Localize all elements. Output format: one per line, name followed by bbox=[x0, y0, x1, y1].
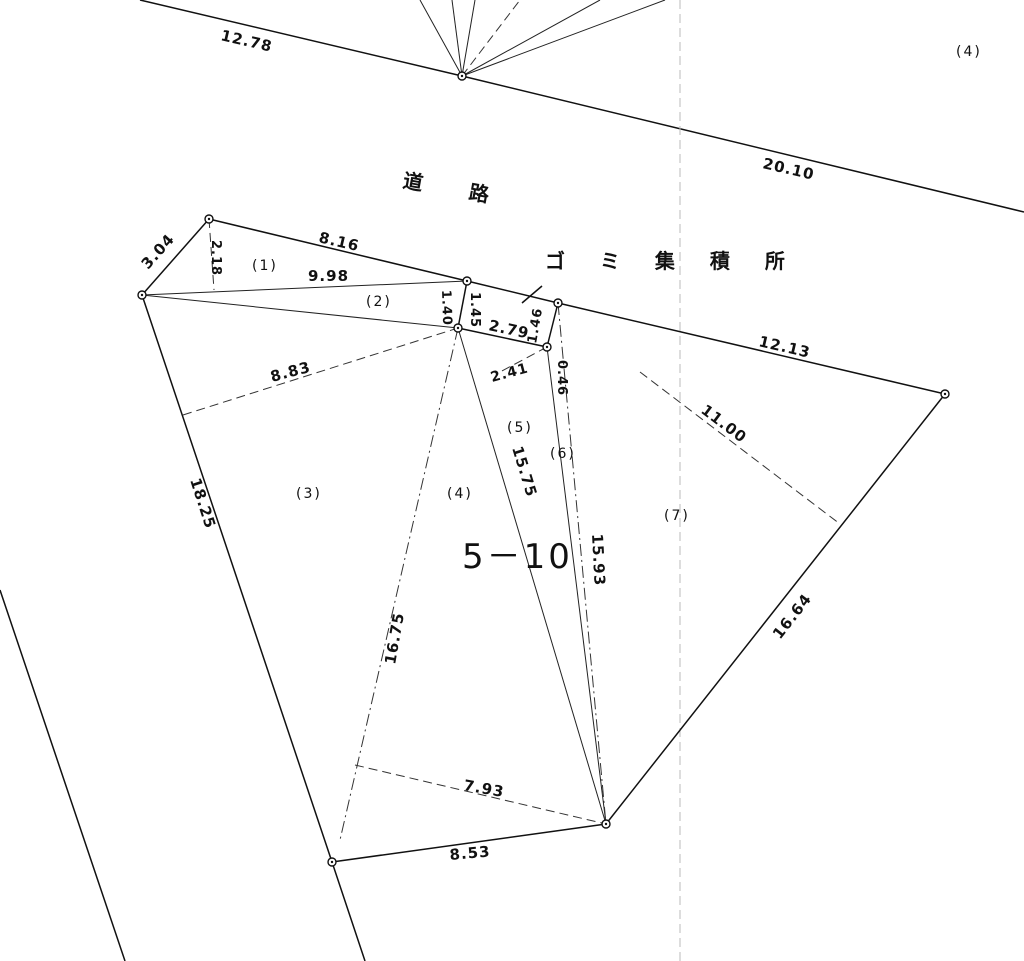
edge-garbage-top bbox=[466, 280, 559, 304]
measure-15-93: 15.93 bbox=[588, 533, 609, 586]
parcel-3: (3) bbox=[296, 486, 322, 502]
survey-point bbox=[542, 342, 552, 352]
measure-8-16: 8.16 bbox=[317, 228, 361, 255]
ray-line bbox=[451, 0, 463, 77]
measure-12-78: 12.78 bbox=[219, 26, 274, 55]
parcel-5: (5) bbox=[507, 420, 533, 436]
measure-12-13: 12.13 bbox=[757, 332, 812, 361]
measure-0-46: 0.46 bbox=[554, 360, 569, 396]
measure-1-46: 1.46 bbox=[525, 307, 546, 345]
parcel-6: (6) bbox=[550, 446, 576, 462]
garbage-pointer bbox=[521, 285, 543, 304]
road-edge-upper-left bbox=[139, 0, 463, 77]
height-11-00 bbox=[639, 371, 841, 525]
height-7-93 bbox=[354, 764, 607, 825]
garbage-left bbox=[457, 280, 468, 329]
line-9-98 bbox=[141, 280, 468, 296]
diag-15-93-left bbox=[546, 346, 607, 825]
measure-8-53: 8.53 bbox=[449, 842, 491, 864]
measure-15-75: 15.75 bbox=[508, 444, 541, 499]
measure-8-83: 8.83 bbox=[268, 358, 312, 386]
survey-point bbox=[940, 389, 950, 399]
survey-point bbox=[457, 71, 467, 81]
road-edge-upper-right bbox=[461, 75, 1024, 213]
measure-2-18: 2.18 bbox=[208, 240, 223, 276]
ray-line bbox=[461, 0, 666, 77]
measure-3-04: 3.04 bbox=[138, 230, 179, 273]
plot-number: 5－10 bbox=[462, 537, 573, 577]
parcel-4: (4) bbox=[447, 486, 473, 502]
measure-2-79: 2.79 bbox=[487, 316, 531, 342]
diag-15-75 bbox=[457, 327, 607, 825]
road-label: 道 路 bbox=[401, 168, 511, 210]
height-2-41 bbox=[499, 346, 548, 373]
ray-line bbox=[419, 0, 463, 77]
survey-point bbox=[601, 819, 611, 829]
survey-point bbox=[453, 323, 463, 333]
edge-3-04 bbox=[141, 218, 210, 296]
garbage-bottom bbox=[457, 327, 548, 348]
line-p2-lower bbox=[141, 294, 459, 329]
edge-8-53 bbox=[331, 823, 607, 863]
survey-point bbox=[553, 298, 563, 308]
parcel-7: (7) bbox=[664, 508, 690, 524]
diag-16-75 bbox=[339, 327, 459, 841]
garbage-collection-label: ゴ ミ 集 積 所 bbox=[545, 249, 799, 273]
measure-18-25: 18.25 bbox=[186, 476, 219, 531]
parcel-neighbor-4: (4) bbox=[956, 44, 982, 60]
survey-point bbox=[462, 276, 472, 286]
survey-point bbox=[204, 214, 214, 224]
left-lower-line bbox=[331, 861, 366, 961]
height-8-83 bbox=[182, 327, 459, 416]
measure-16-64: 16.64 bbox=[769, 590, 815, 642]
measure-16-75: 16.75 bbox=[381, 611, 408, 666]
left-boundary-line bbox=[0, 589, 126, 961]
measure-7-93: 7.93 bbox=[462, 776, 506, 801]
ray-line bbox=[461, 0, 476, 77]
parcel-2: (2) bbox=[366, 294, 392, 310]
measure-11-00: 11.00 bbox=[698, 401, 751, 447]
height-2-18 bbox=[208, 218, 215, 291]
parcel-1: (1) bbox=[252, 258, 278, 274]
measure-2-41: 2.41 bbox=[489, 360, 530, 385]
edge-12-13 bbox=[557, 302, 946, 395]
edge-16-64 bbox=[605, 393, 946, 825]
ray-line bbox=[461, 0, 601, 77]
survey-point bbox=[327, 857, 337, 867]
measure-9-98: 9.98 bbox=[308, 267, 349, 285]
survey-point bbox=[137, 290, 147, 300]
measure-1-45: 1.45 bbox=[467, 292, 482, 328]
measure-1-40: 1.40 bbox=[438, 290, 454, 327]
garbage-right bbox=[546, 302, 559, 348]
measure-20-10: 20.10 bbox=[761, 154, 816, 183]
edge-8-16 bbox=[208, 218, 468, 282]
edge-18-25 bbox=[141, 294, 333, 863]
ray-line bbox=[461, 0, 521, 77]
